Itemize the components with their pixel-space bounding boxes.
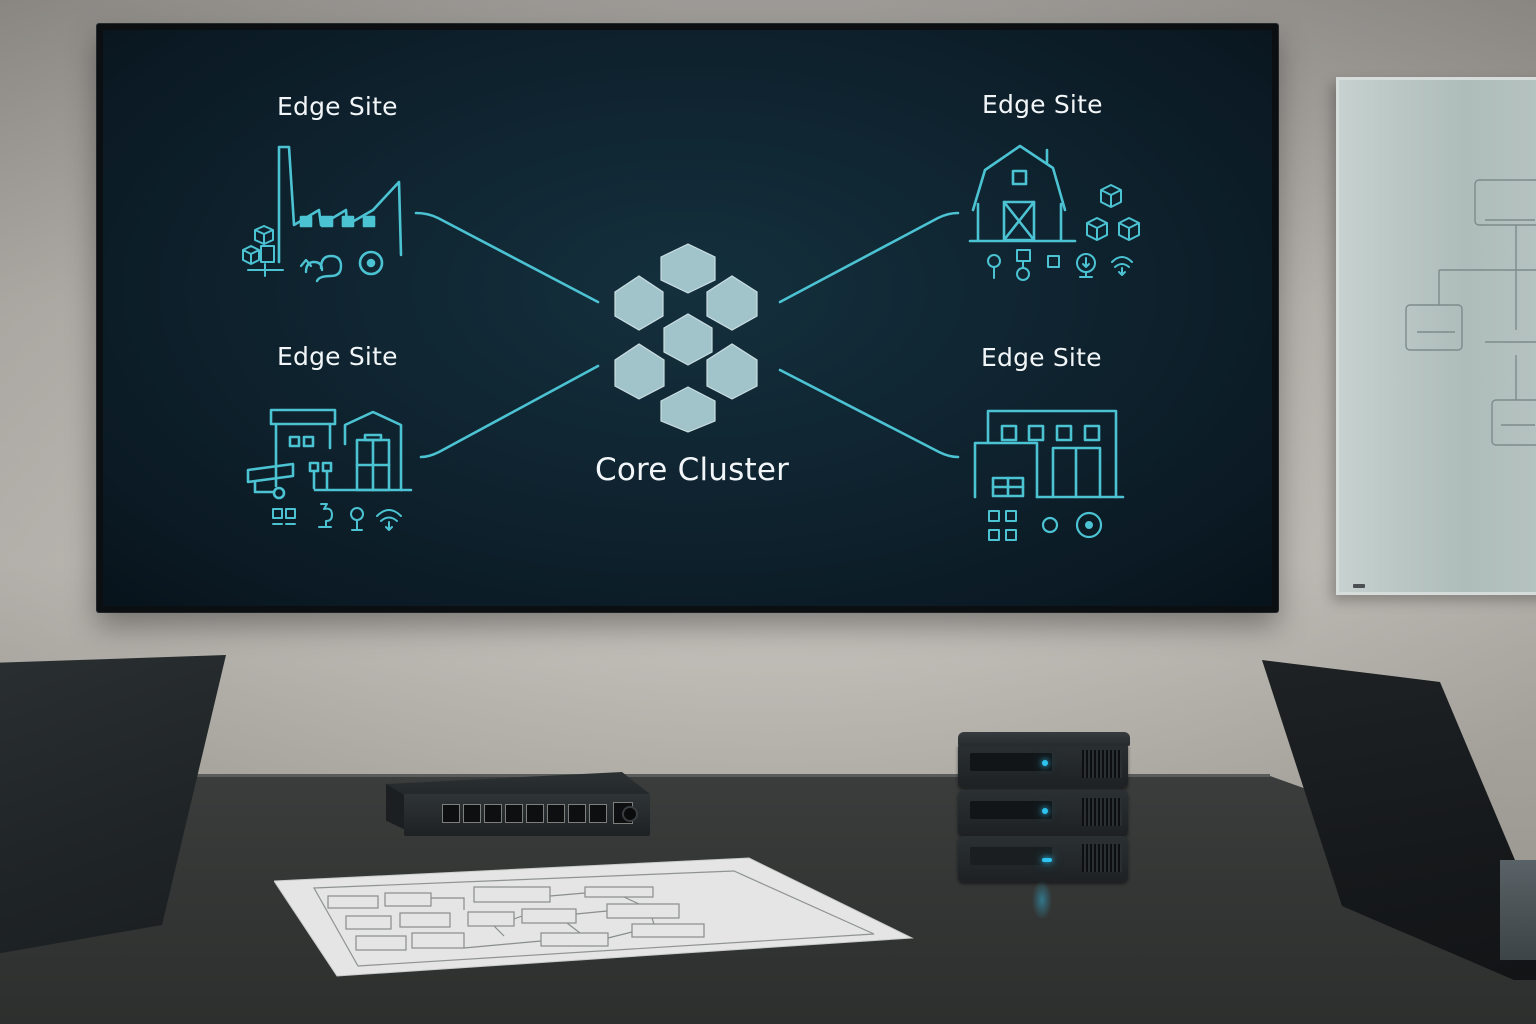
hexagon	[706, 275, 758, 331]
switch-front-panel	[404, 794, 650, 836]
switch-top	[386, 772, 650, 796]
ethernet-port	[442, 804, 460, 823]
hexagon	[706, 343, 758, 400]
ethernet-port	[568, 804, 586, 823]
connection-line-top-left	[414, 211, 600, 304]
front-panel	[970, 753, 1052, 771]
mini-pc-bottom	[958, 836, 1128, 882]
hexagon	[614, 275, 664, 331]
paper-border	[312, 870, 875, 967]
network-switch	[386, 772, 650, 836]
front-panel	[970, 801, 1052, 819]
whiteboard	[1336, 77, 1536, 595]
power-jack	[622, 806, 638, 822]
wall-display: Edge Site Edge Site Edge Site Edge Site …	[97, 24, 1278, 612]
printed-diagram	[274, 856, 914, 978]
switch-side	[386, 784, 406, 830]
laptop-keyboard	[1500, 860, 1536, 960]
connection-line-bottom-left	[419, 364, 600, 459]
ethernet-port	[547, 804, 565, 823]
hexagon	[663, 313, 713, 366]
edge-site-label-top-right: Edge Site	[982, 90, 1103, 119]
whiteboard-flowchart	[1405, 179, 1536, 446]
table-edge	[195, 774, 1270, 777]
ethernet-port	[463, 804, 481, 823]
factory-icon	[242, 145, 403, 283]
whiteboard-marker	[1353, 584, 1365, 588]
connection-line-bottom-right	[778, 368, 960, 459]
status-led	[1042, 760, 1048, 766]
mini-pc-middle	[958, 790, 1128, 836]
network-diagram	[242, 144, 1140, 541]
front-ports	[970, 847, 1052, 865]
status-led	[1042, 858, 1052, 862]
mini-pc-top	[958, 732, 1130, 788]
ethernet-port	[526, 804, 544, 823]
ethernet-ports	[442, 802, 633, 824]
hexagon-cluster-icon	[614, 243, 758, 433]
display-screen: Edge Site Edge Site Edge Site Edge Site …	[103, 30, 1272, 606]
hexagon	[660, 243, 716, 294]
paper-boxes	[327, 886, 705, 951]
edge-site-label-top-left: Edge Site	[277, 92, 398, 121]
paper-sheet	[274, 857, 914, 977]
store-building-icon	[973, 409, 1125, 541]
side-vent	[1082, 844, 1122, 872]
led-reflection	[1032, 880, 1052, 920]
side-vent	[1082, 750, 1122, 778]
edge-site-label-bottom-right: Edge Site	[981, 343, 1102, 372]
mini-pc-stack	[956, 730, 1130, 920]
core-cluster-label: Core Cluster	[595, 452, 790, 488]
ethernet-port	[505, 804, 523, 823]
barn-icon	[968, 144, 1140, 281]
ethernet-port	[484, 804, 502, 823]
edge-site-label-bottom-left: Edge Site	[277, 342, 398, 371]
hexagon	[660, 386, 716, 433]
ethernet-port	[589, 804, 607, 823]
status-led	[1042, 808, 1048, 814]
mini-pc-lid	[958, 732, 1130, 746]
connection-line-top-right	[778, 211, 960, 304]
hexagon	[614, 343, 665, 400]
warehouse-icon	[246, 408, 413, 531]
side-vent	[1082, 798, 1122, 826]
